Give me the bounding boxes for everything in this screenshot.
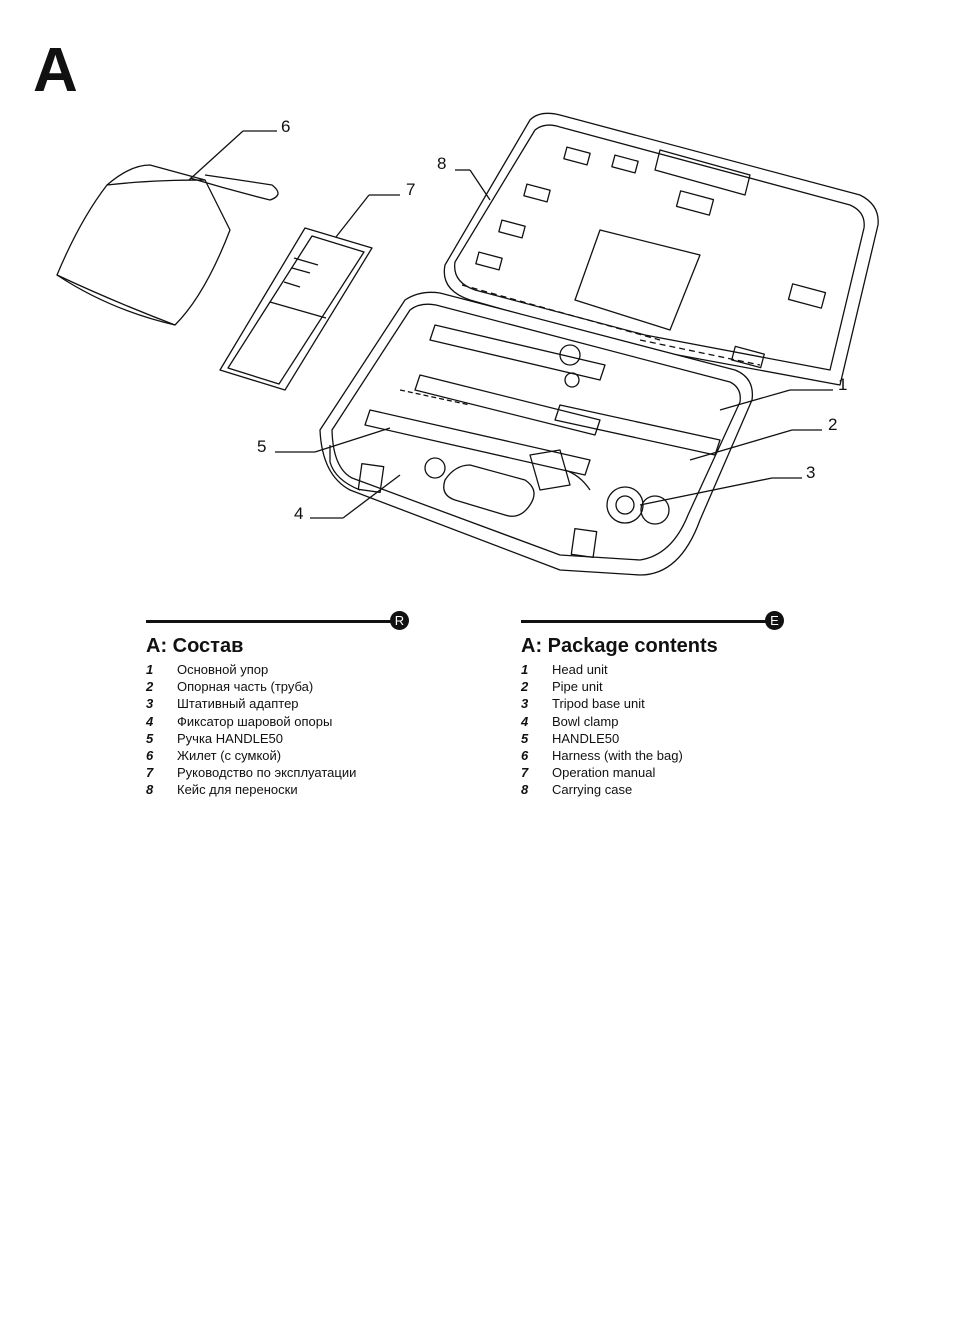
package-illustration [56, 112, 879, 576]
section-rule [146, 620, 400, 623]
manual-drawing [219, 194, 400, 391]
callout-number: 5 [257, 437, 267, 456]
figure-letter: A [33, 36, 78, 105]
section-title-ru: A: Состав [146, 635, 244, 657]
section-rule [521, 620, 775, 623]
callout-number: 8 [437, 154, 447, 173]
case-lid-drawing [443, 112, 879, 386]
callout-number: 2 [828, 415, 838, 434]
callout-number: 4 [294, 504, 304, 523]
callout-number: 3 [806, 463, 816, 482]
section-title-en: A: Package contents [521, 635, 718, 657]
language-badge-ru: R [390, 611, 409, 630]
harness-bag-drawing [56, 130, 279, 326]
callout-number: 1 [838, 375, 848, 394]
callout-number: 7 [406, 180, 416, 199]
callout-number: 6 [281, 117, 291, 136]
leader-lines [275, 389, 833, 519]
language-badge-en: E [765, 611, 784, 630]
